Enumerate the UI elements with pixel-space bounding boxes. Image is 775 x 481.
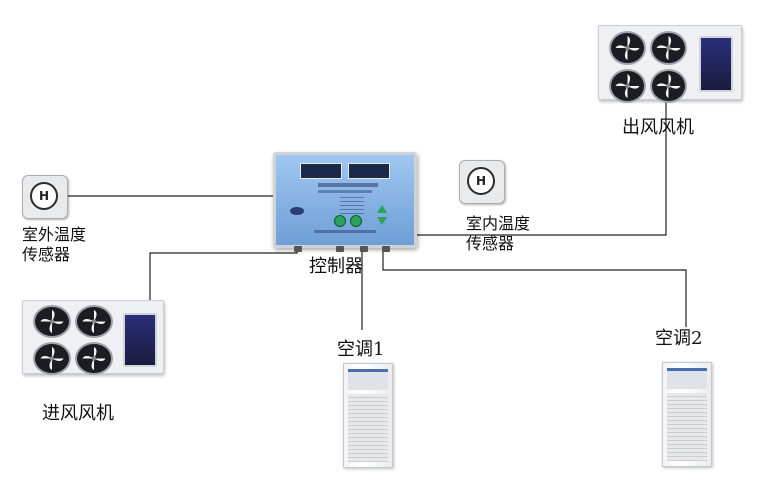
air-conditioner-icon xyxy=(667,368,707,389)
temperature-sensor-icon: H xyxy=(30,182,58,210)
exhaust-fan-label: 出风风机 xyxy=(622,117,694,138)
fan-icon xyxy=(650,31,687,65)
fan-icon xyxy=(33,342,71,375)
exhaust-fan-unit xyxy=(598,25,742,103)
controller-button-1 xyxy=(334,215,346,227)
controller-display-left xyxy=(300,163,342,179)
controller-logo xyxy=(290,207,304,215)
indoor-sensor-label-line2: 传感器 xyxy=(466,234,515,253)
ac-vents xyxy=(348,394,388,462)
controller-terminal xyxy=(336,246,344,252)
controller-model-text xyxy=(318,183,378,187)
intake-fan-label: 进风风机 xyxy=(42,403,114,424)
ac1-label: 空调1 xyxy=(337,339,385,360)
controller-box xyxy=(273,152,417,252)
controller-indicator-lines xyxy=(340,197,364,217)
wire-ac2 xyxy=(382,244,687,327)
air-conditioner-2 xyxy=(662,362,712,467)
indoor-sensor-label-line1: 室内温度 xyxy=(466,214,531,233)
controller-terminal xyxy=(360,246,368,252)
controller-up-arrow-icon xyxy=(377,205,387,213)
controller-button-2 xyxy=(350,215,362,227)
wire-intake-fan xyxy=(149,244,298,322)
outdoor-sensor-label-line1: 室外温度 xyxy=(22,225,87,244)
controller-label: 控制器 xyxy=(309,256,363,277)
fan-icon xyxy=(609,31,646,65)
controller-down-arrow-icon xyxy=(377,217,387,225)
controller-terminal xyxy=(294,246,302,252)
outdoor-sensor-label-line2: 传感器 xyxy=(22,245,71,264)
fan-icon xyxy=(33,305,71,338)
air-conditioner-icon xyxy=(348,369,388,390)
ac-vents xyxy=(667,393,707,461)
ac2-label: 空调2 xyxy=(655,328,703,349)
temperature-sensor-icon: H xyxy=(467,167,495,195)
sensor-glyph: H xyxy=(475,174,487,188)
fan-control-panel xyxy=(699,36,733,92)
air-conditioner-1 xyxy=(343,363,393,468)
fan-icon xyxy=(650,69,687,103)
intake-fan-unit xyxy=(22,300,164,375)
controller-terminal xyxy=(382,246,390,252)
sensor-glyph: H xyxy=(38,189,50,203)
controller-subtitle-text xyxy=(318,190,372,193)
fan-icon xyxy=(75,342,113,375)
fan-icon xyxy=(609,69,646,103)
wire-exhaust-fan xyxy=(410,101,667,236)
controller-display-right xyxy=(348,163,390,179)
controller-footer-text xyxy=(314,230,376,233)
fan-control-panel xyxy=(123,313,157,367)
fan-icon xyxy=(75,305,113,338)
indoor-temperature-sensor: H xyxy=(459,160,505,204)
outdoor-temperature-sensor: H xyxy=(22,175,68,219)
